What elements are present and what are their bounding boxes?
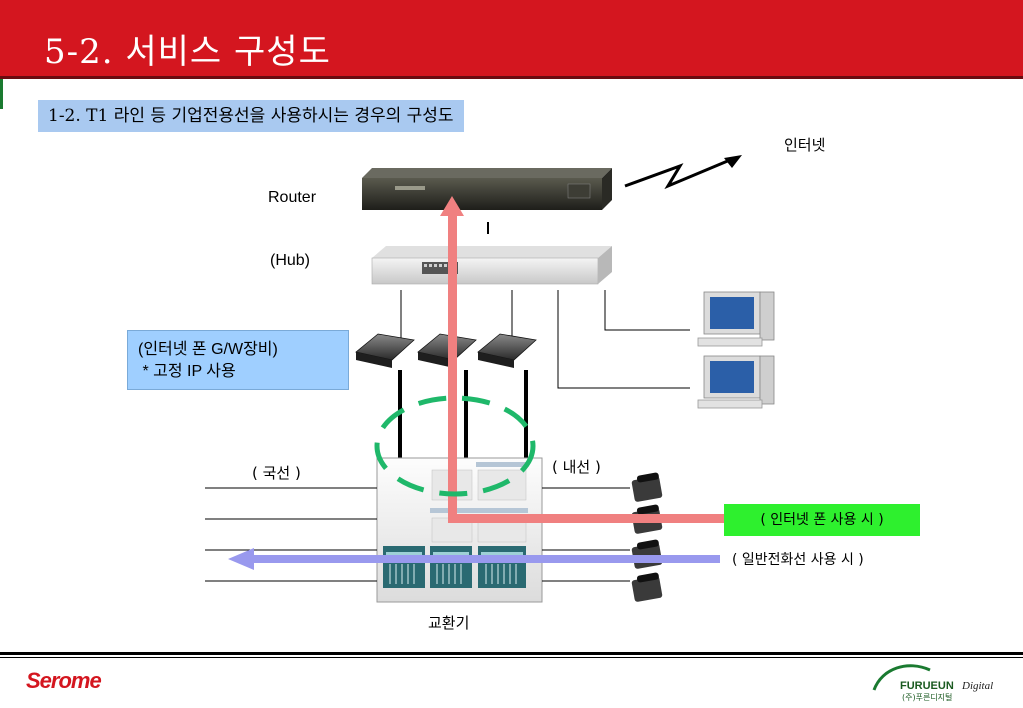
left-accent — [0, 79, 3, 109]
gateway-label-line2: * 고정 IP 사용 — [138, 363, 236, 380]
footer-divider-thin — [0, 657, 1023, 658]
exchange-label: 교환기 — [428, 614, 470, 632]
normal-phone-path-arrow — [228, 548, 720, 570]
trunk-lines — [205, 487, 377, 582]
extension-lines — [542, 487, 630, 582]
gateway-info-box: (인터넷 폰 G/W장비) * 고정 IP 사용 — [127, 330, 349, 390]
internet-label: 인터넷 — [784, 136, 826, 154]
router-label: Router — [268, 189, 317, 206]
footer-divider — [0, 652, 1023, 655]
hub-device — [371, 246, 612, 285]
furueun-logo-tag: Digital — [962, 680, 994, 692]
trunk-label: ( 국선 ) — [252, 464, 301, 482]
furueun-logo-sub: (주)푸른디지털 — [902, 693, 953, 702]
extension-label: ( 내선 ) — [552, 458, 601, 476]
internet-phone-path-arrow — [440, 196, 724, 523]
page-title: 5-2. 서비스 구성도 — [44, 32, 331, 72]
pc-icon — [697, 355, 775, 409]
normal-phone-use-label: ( 일반전화선 사용 시 ) — [732, 552, 864, 568]
header-divider — [0, 76, 1023, 79]
diagram-subtitle: 1-2. T1 라인 등 기업전용선을 사용하시는 경우의 구성도 — [38, 100, 464, 132]
gateway-label-line1: (인터넷 폰 G/W장비) — [138, 341, 278, 358]
telephone-icon — [631, 539, 663, 569]
serome-logo: Serome — [26, 668, 102, 693]
gateway-device — [417, 333, 477, 368]
furueun-logo: FURUEUN — [900, 680, 954, 692]
furueun-logo-swoosh — [872, 664, 931, 691]
header-bar: 5-2. 서비스 구성도 — [0, 0, 1023, 76]
gateway-device — [355, 333, 415, 368]
telephone-icon — [631, 472, 663, 502]
hub-label: (Hub) — [270, 252, 311, 269]
gateway-device — [477, 333, 537, 368]
internet-phone-use-label: ( 인터넷 폰 사용 시 ) — [724, 504, 920, 536]
lightning-link-icon — [624, 155, 742, 190]
pc-icon — [697, 291, 775, 347]
gateway-highlight-ellipse — [374, 395, 536, 497]
gateway-exchange-links — [398, 370, 528, 458]
telephone-icon — [631, 572, 663, 602]
router-device — [362, 168, 612, 210]
